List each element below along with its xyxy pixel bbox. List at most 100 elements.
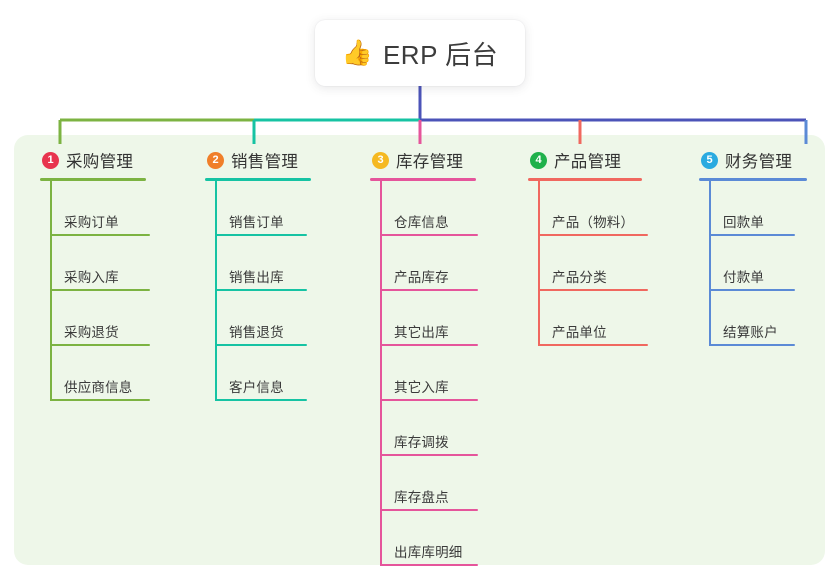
leaf-label: 仓库信息 bbox=[394, 215, 449, 230]
leaf-underline bbox=[380, 289, 478, 291]
leaf-underline bbox=[709, 344, 795, 346]
branch-spine bbox=[709, 181, 711, 346]
leaf-underline bbox=[50, 399, 150, 401]
branch-number-badge: 4 bbox=[530, 151, 547, 169]
leaf-underline bbox=[215, 289, 307, 291]
leaf-label: 客户信息 bbox=[229, 380, 284, 395]
branch-3: 3 库存管理仓库信息产品库存其它出库其它入库库存调拨库存盘点出库库明细 bbox=[370, 148, 478, 566]
leaf-underline bbox=[215, 344, 307, 346]
branch-underline bbox=[40, 178, 146, 181]
branch-header-3[interactable]: 3 库存管理 bbox=[370, 148, 476, 172]
branch-underline bbox=[699, 178, 807, 181]
leaf-label: 其它出库 bbox=[394, 325, 449, 340]
leaf-label: 回款单 bbox=[723, 215, 765, 230]
leaf-underline bbox=[380, 234, 478, 236]
leaf-underline bbox=[380, 564, 478, 566]
leaf-node[interactable]: 供应商信息 bbox=[50, 346, 150, 401]
leaf-node[interactable]: 结算账户 bbox=[709, 291, 807, 346]
branch-children: 采购订单采购入库采购退货供应商信息 bbox=[40, 181, 150, 401]
leaf-label: 采购订单 bbox=[64, 215, 119, 230]
thumbs-up-icon: 👍 bbox=[341, 38, 373, 67]
leaf-underline bbox=[380, 344, 478, 346]
leaf-node[interactable]: 采购退货 bbox=[50, 291, 150, 346]
leaf-node[interactable]: 客户信息 bbox=[215, 346, 311, 401]
leaf-underline bbox=[380, 509, 478, 511]
branch-number-badge: 2 bbox=[207, 151, 224, 169]
leaf-node[interactable]: 产品单位 bbox=[538, 291, 648, 346]
branches-panel bbox=[14, 135, 825, 565]
leaf-node[interactable]: 产品分类 bbox=[538, 236, 648, 291]
leaf-node[interactable]: 其它出库 bbox=[380, 291, 478, 346]
branch-1: 1 采购管理采购订单采购入库采购退货供应商信息 bbox=[40, 148, 150, 401]
leaf-underline bbox=[380, 454, 478, 456]
leaf-label: 结算账户 bbox=[723, 325, 778, 340]
branch-children: 销售订单销售出库销售退货客户信息 bbox=[205, 181, 311, 401]
leaf-underline bbox=[709, 289, 795, 291]
branch-children: 回款单付款单结算账户 bbox=[699, 181, 807, 346]
branch-spine bbox=[380, 181, 382, 566]
leaf-node[interactable]: 采购订单 bbox=[50, 181, 150, 236]
leaf-label: 产品库存 bbox=[394, 270, 449, 285]
leaf-label: 产品分类 bbox=[552, 270, 607, 285]
leaf-node[interactable]: 仓库信息 bbox=[380, 181, 478, 236]
leaf-node[interactable]: 产品库存 bbox=[380, 236, 478, 291]
leaf-underline bbox=[50, 234, 150, 236]
branch-label: 财务管理 bbox=[725, 153, 793, 171]
root-node[interactable]: 👍 ERP 后台 bbox=[315, 20, 525, 86]
branch-number-badge: 3 bbox=[372, 151, 389, 169]
leaf-label: 库存调拨 bbox=[394, 435, 449, 450]
branch-spine bbox=[538, 181, 540, 346]
leaf-node[interactable]: 付款单 bbox=[709, 236, 807, 291]
branch-4: 4 产品管理产品（物料） 产品分类产品单位 bbox=[528, 148, 648, 346]
leaf-label: 付款单 bbox=[723, 270, 765, 285]
leaf-label: 库存盘点 bbox=[394, 490, 449, 505]
leaf-label: 产品（物料） bbox=[552, 215, 635, 230]
branch-spine bbox=[50, 181, 52, 401]
leaf-label: 供应商信息 bbox=[64, 380, 133, 395]
leaf-node[interactable]: 采购入库 bbox=[50, 236, 150, 291]
leaf-underline bbox=[538, 234, 648, 236]
branch-number-badge: 1 bbox=[42, 151, 59, 169]
leaf-node[interactable]: 销售订单 bbox=[215, 181, 311, 236]
leaf-label: 销售出库 bbox=[229, 270, 284, 285]
branch-children: 产品（物料） 产品分类产品单位 bbox=[528, 181, 648, 346]
leaf-underline bbox=[50, 344, 150, 346]
leaf-underline bbox=[709, 234, 795, 236]
leaf-underline bbox=[538, 344, 648, 346]
leaf-node[interactable]: 其它入库 bbox=[380, 346, 478, 401]
branch-header-2[interactable]: 2 销售管理 bbox=[205, 148, 311, 172]
leaf-label: 采购入库 bbox=[64, 270, 119, 285]
leaf-node[interactable]: 库存盘点 bbox=[380, 456, 478, 511]
leaf-node[interactable]: 回款单 bbox=[709, 181, 807, 236]
leaf-label: 出库库明细 bbox=[394, 545, 463, 560]
branch-spine bbox=[215, 181, 217, 401]
branch-children: 仓库信息产品库存其它出库其它入库库存调拨库存盘点出库库明细 bbox=[370, 181, 478, 566]
leaf-underline bbox=[215, 399, 307, 401]
leaf-label: 销售退货 bbox=[229, 325, 284, 340]
leaf-node[interactable]: 销售出库 bbox=[215, 236, 311, 291]
leaf-label: 产品单位 bbox=[552, 325, 607, 340]
leaf-node[interactable]: 库存调拨 bbox=[380, 401, 478, 456]
branch-label: 销售管理 bbox=[231, 153, 299, 171]
leaf-underline bbox=[538, 289, 648, 291]
leaf-underline bbox=[215, 234, 307, 236]
branch-underline bbox=[528, 178, 642, 181]
branch-underline bbox=[370, 178, 476, 181]
leaf-node[interactable]: 出库库明细 bbox=[380, 511, 478, 566]
branch-2: 2 销售管理销售订单销售出库销售退货客户信息 bbox=[205, 148, 311, 401]
leaf-underline bbox=[50, 289, 150, 291]
branch-label: 库存管理 bbox=[396, 153, 464, 171]
leaf-node[interactable]: 产品（物料） bbox=[538, 181, 648, 236]
leaf-underline bbox=[380, 399, 478, 401]
leaf-label: 其它入库 bbox=[394, 380, 449, 395]
leaf-node[interactable]: 销售退货 bbox=[215, 291, 311, 346]
branch-label: 采购管理 bbox=[66, 153, 134, 171]
branch-header-4[interactable]: 4 产品管理 bbox=[528, 148, 642, 172]
leaf-label: 销售订单 bbox=[229, 215, 284, 230]
branch-header-1[interactable]: 1 采购管理 bbox=[40, 148, 146, 172]
branch-label: 产品管理 bbox=[554, 153, 622, 171]
leaf-label: 采购退货 bbox=[64, 325, 119, 340]
